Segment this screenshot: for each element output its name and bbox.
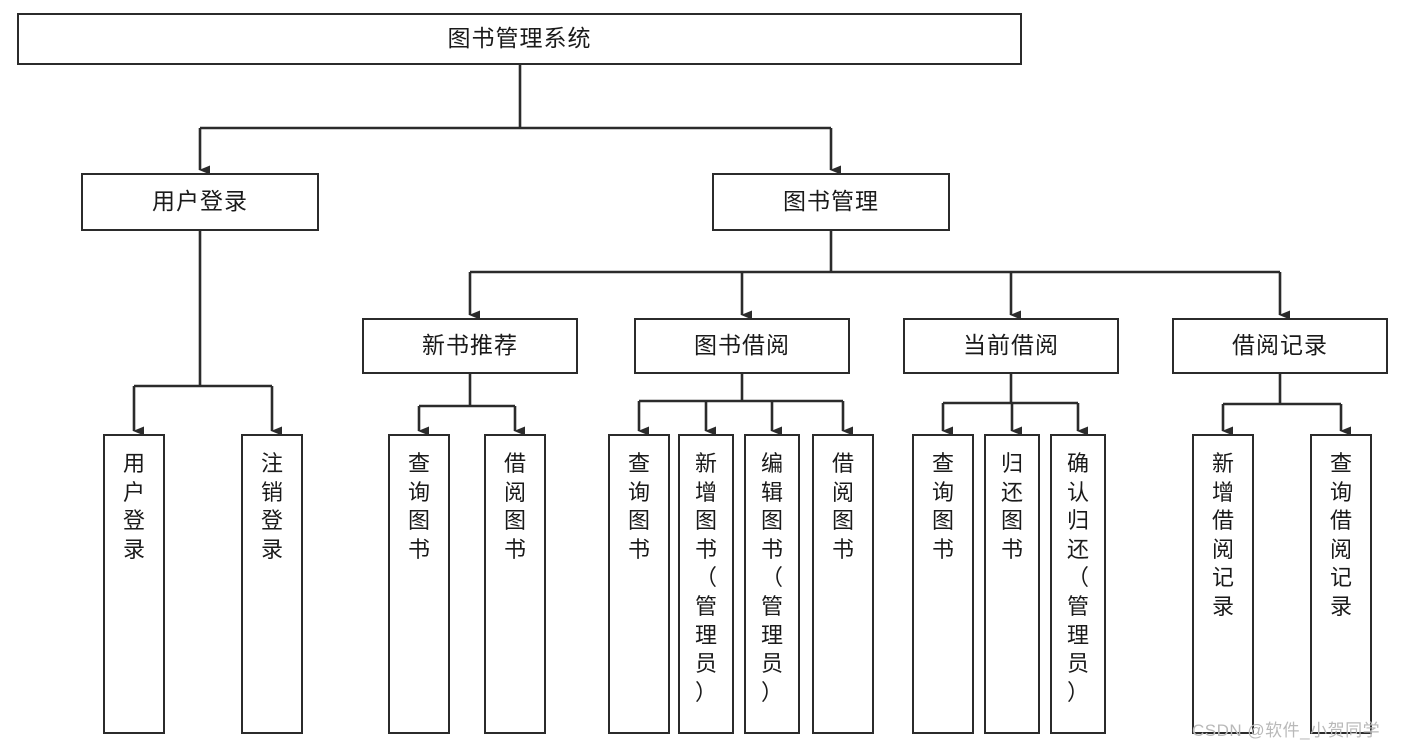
node-label: 用户登录 xyxy=(152,188,248,215)
csdn-watermark: CSDN @软件_小贺同学 xyxy=(1192,721,1381,740)
node-leaf-edit-book-admin[interactable]: 编辑图书（管理员） xyxy=(744,434,800,734)
node-user-login[interactable]: 用户登录 xyxy=(81,173,319,231)
node-leaf-add-borrow-record[interactable]: 新增借阅记录 xyxy=(1192,434,1254,734)
node-label: 借阅记录 xyxy=(1232,332,1328,359)
node-root[interactable]: 图书管理系统 xyxy=(17,13,1022,65)
node-leaf-borrow-book-2[interactable]: 借阅图书 xyxy=(812,434,874,734)
node-leaf-query-borrow-record[interactable]: 查询借阅记录 xyxy=(1310,434,1372,734)
node-label: 查询图书 xyxy=(627,451,650,562)
node-leaf-user-login[interactable]: 用户登录 xyxy=(103,434,165,734)
node-leaf-add-book-admin[interactable]: 新增图书（管理员） xyxy=(678,434,734,734)
node-new-book-recommend[interactable]: 新书推荐 xyxy=(362,318,578,374)
node-label: 借阅图书 xyxy=(503,451,526,562)
node-leaf-query-book-1[interactable]: 查询图书 xyxy=(388,434,450,734)
node-borrow-record[interactable]: 借阅记录 xyxy=(1172,318,1388,374)
node-label: 注销登录 xyxy=(260,451,283,562)
node-label: 查询图书 xyxy=(407,451,430,562)
node-leaf-query-book-3[interactable]: 查询图书 xyxy=(912,434,974,734)
node-book-manage[interactable]: 图书管理 xyxy=(712,173,950,231)
node-label: 新增图书（管理员） xyxy=(694,451,717,705)
node-label: 图书管理系统 xyxy=(447,25,592,52)
node-label: 借阅图书 xyxy=(831,451,854,562)
node-leaf-confirm-return-admin[interactable]: 确认归还（管理员） xyxy=(1050,434,1106,734)
node-label: 图书借阅 xyxy=(694,332,790,359)
node-label: 用户登录 xyxy=(122,451,145,562)
node-label: 当前借阅 xyxy=(963,332,1059,359)
node-leaf-borrow-book-1[interactable]: 借阅图书 xyxy=(484,434,546,734)
node-label: 查询借阅记录 xyxy=(1329,451,1352,619)
node-current-borrow[interactable]: 当前借阅 xyxy=(903,318,1119,374)
node-label: 编辑图书（管理员） xyxy=(760,451,783,705)
node-leaf-query-book-2[interactable]: 查询图书 xyxy=(608,434,670,734)
node-label: 新增借阅记录 xyxy=(1211,451,1234,619)
node-label: 新书推荐 xyxy=(422,332,518,359)
node-label: 归还图书 xyxy=(1000,451,1023,562)
node-label: 确认归还（管理员） xyxy=(1066,451,1089,705)
node-leaf-user-logout[interactable]: 注销登录 xyxy=(241,434,303,734)
node-label: 查询图书 xyxy=(931,451,954,562)
node-leaf-return-book[interactable]: 归还图书 xyxy=(984,434,1040,734)
node-book-borrow[interactable]: 图书借阅 xyxy=(634,318,850,374)
node-label: 图书管理 xyxy=(783,188,879,215)
